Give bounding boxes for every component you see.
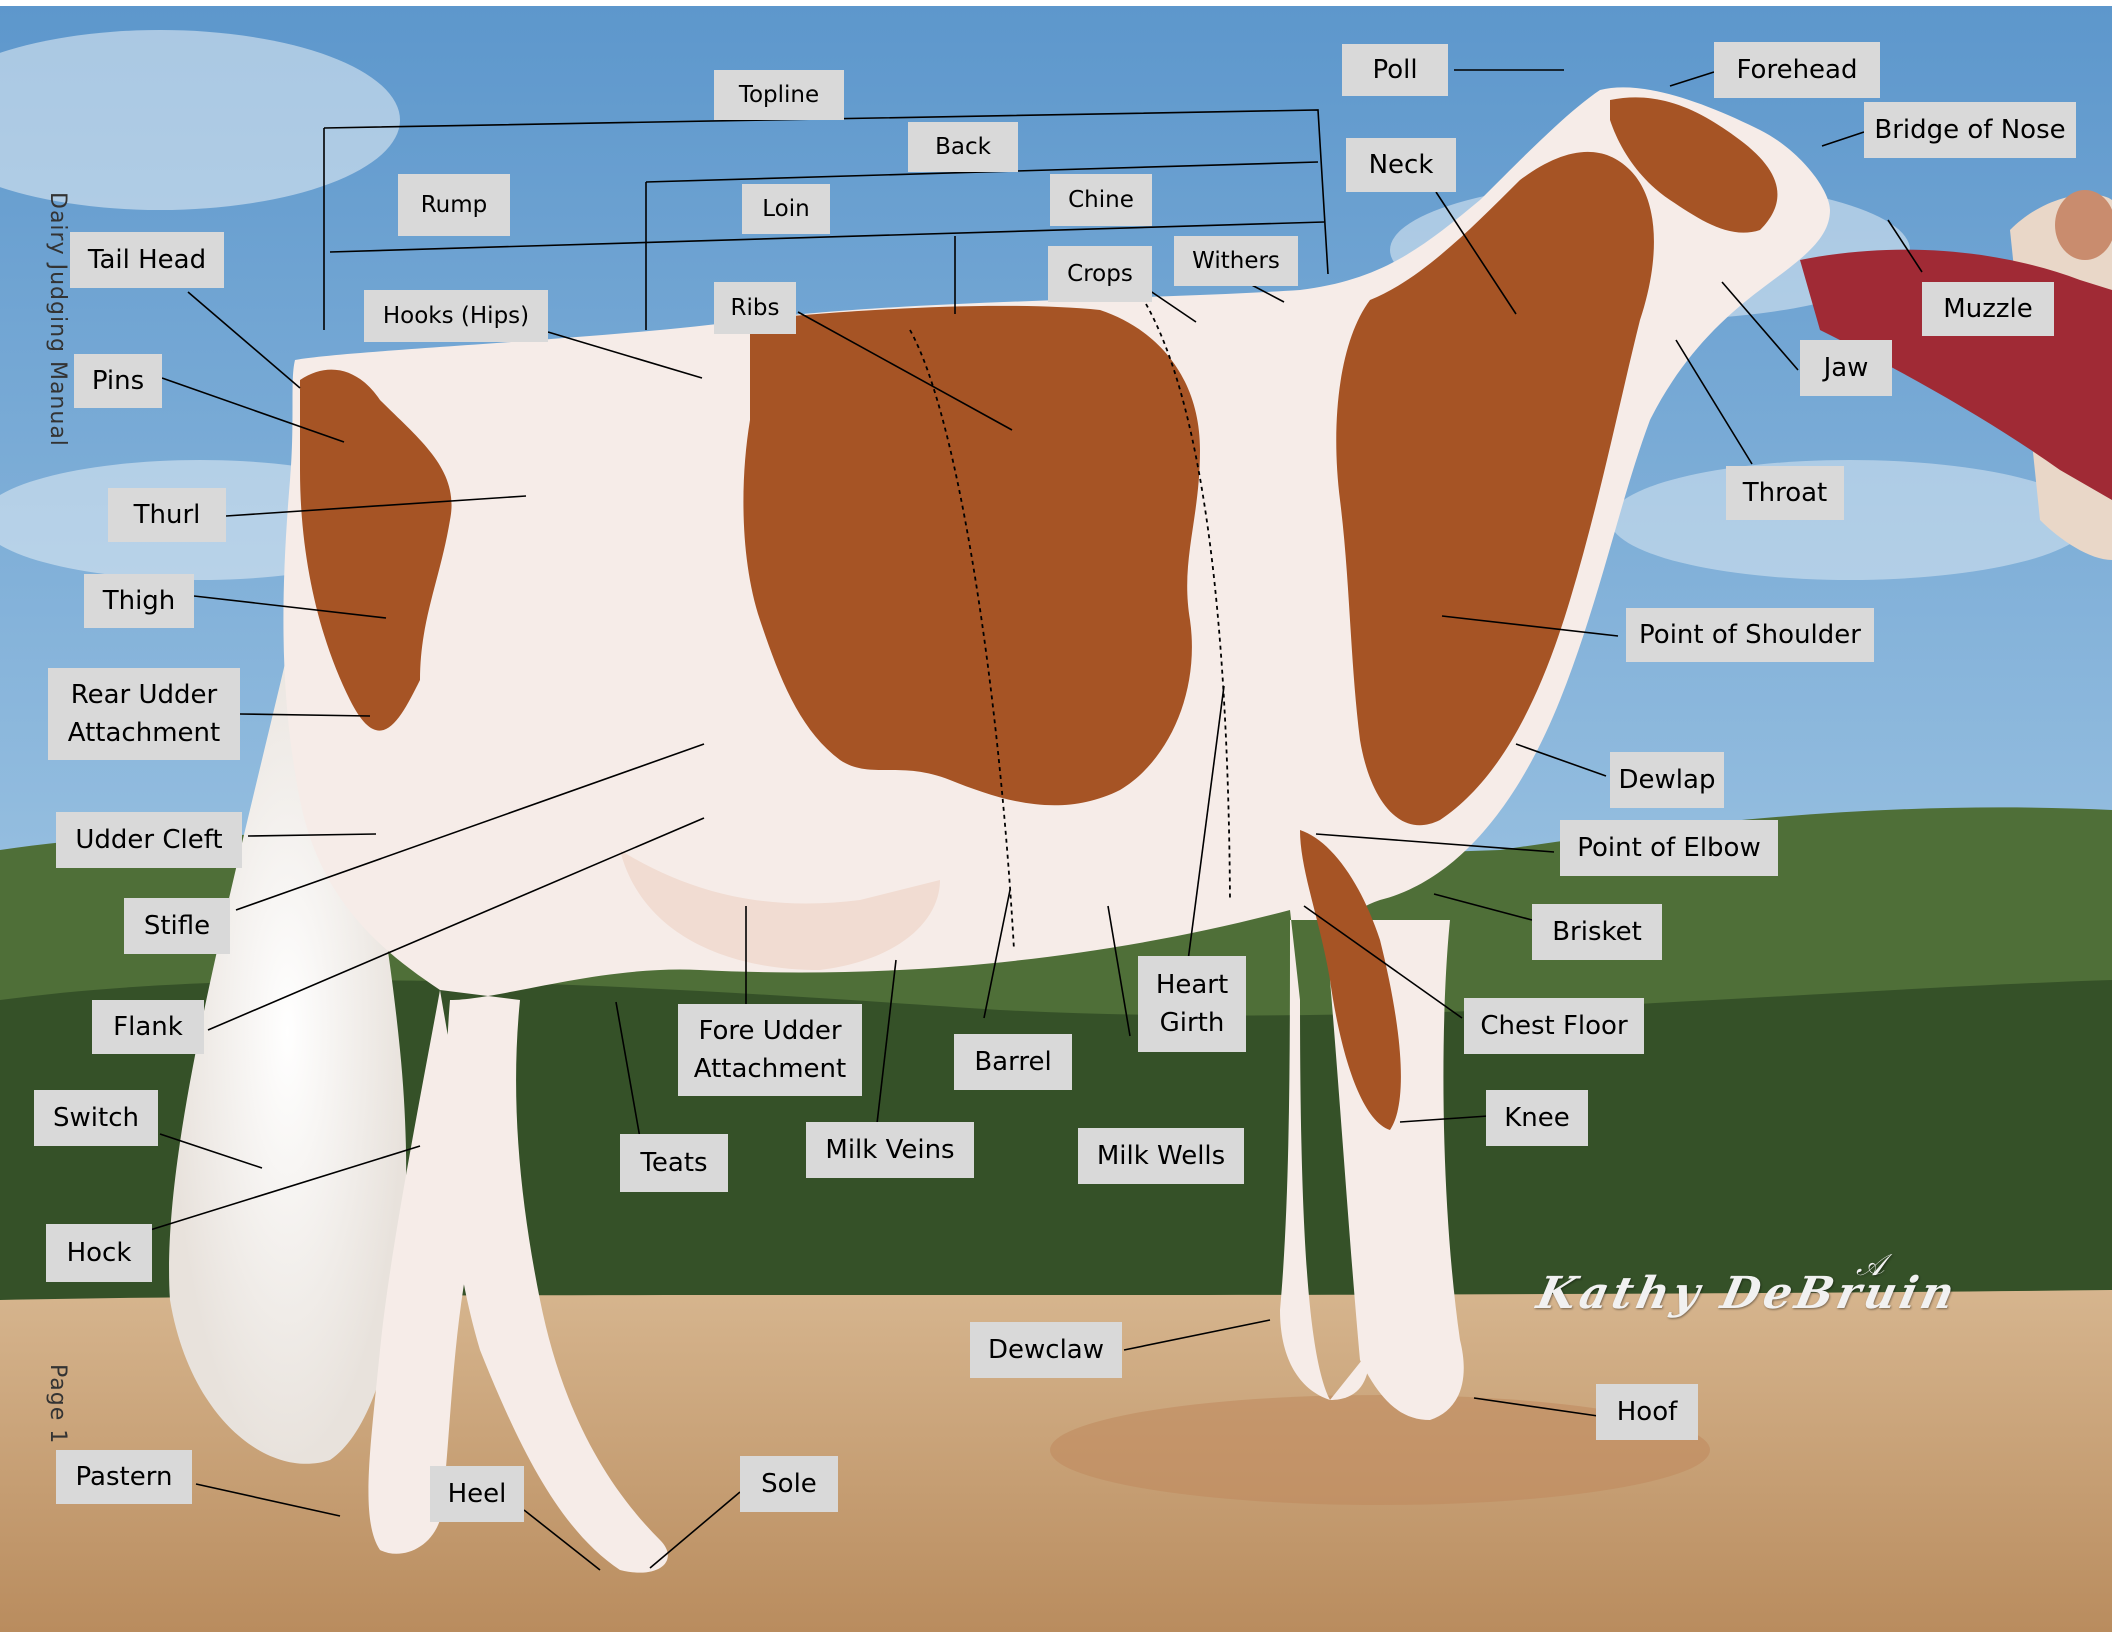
label-throat: Throat [1726, 466, 1844, 520]
label-chine: Chine [1050, 174, 1152, 226]
label-point-of-shoulder: Point of Shoulder [1626, 608, 1874, 662]
label-pins: Pins [74, 354, 162, 408]
label-udder-cleft: Udder Cleft [56, 812, 242, 868]
label-milk-veins: Milk Veins [806, 1122, 974, 1178]
label-hooks: Hooks (Hips) [364, 290, 548, 342]
label-hock: Hock [46, 1224, 152, 1282]
label-sole: Sole [740, 1456, 838, 1512]
label-fore-udder-attachment: Fore Udder Attachment [678, 1004, 862, 1096]
rear-udder-line2: Attachment [68, 714, 220, 752]
heart-girth-line1: Heart [1156, 966, 1228, 1004]
label-pastern: Pastern [56, 1450, 192, 1504]
label-jaw: Jaw [1800, 340, 1892, 396]
label-knee: Knee [1486, 1090, 1588, 1146]
label-milk-wells: Milk Wells [1078, 1128, 1244, 1184]
heart-girth-line2: Girth [1160, 1004, 1225, 1042]
label-heart-girth: Heart Girth [1138, 956, 1246, 1052]
label-bridge-of-nose: Bridge of Nose [1864, 102, 2076, 158]
label-loin: Loin [742, 184, 830, 234]
label-tail-head: Tail Head [70, 232, 224, 288]
label-thigh: Thigh [84, 574, 194, 628]
label-chest-floor: Chest Floor [1464, 998, 1644, 1054]
label-topline: Topline [714, 70, 844, 120]
label-ribs: Ribs [714, 282, 796, 334]
label-teats: Teats [620, 1134, 728, 1192]
label-dewlap: Dewlap [1610, 752, 1724, 808]
label-rear-udder-attachment: Rear Udder Attachment [48, 668, 240, 760]
label-withers: Withers [1174, 236, 1298, 286]
label-neck: Neck [1346, 138, 1456, 192]
label-flank: Flank [92, 1000, 204, 1054]
label-heel: Heel [430, 1466, 524, 1522]
label-crops: Crops [1048, 246, 1152, 302]
label-rump: Rump [398, 174, 510, 236]
label-switch: Switch [34, 1090, 158, 1146]
label-muzzle: Muzzle [1922, 282, 2054, 336]
rear-udder-line1: Rear Udder [71, 676, 218, 714]
label-point-of-elbow: Point of Elbow [1560, 820, 1778, 876]
label-dewclaw: Dewclaw [970, 1322, 1122, 1378]
label-back: Back [908, 122, 1018, 172]
label-barrel: Barrel [954, 1034, 1072, 1090]
page-number: Page 1 [45, 1364, 70, 1444]
label-thurl: Thurl [108, 488, 226, 542]
photographer-logo-icon: 𝒜 [1856, 1248, 1904, 1310]
label-hoof: Hoof [1596, 1384, 1698, 1440]
side-title: Dairy Judging Manual [45, 192, 70, 447]
label-brisket: Brisket [1532, 904, 1662, 960]
label-stifle: Stifle [124, 898, 230, 954]
label-forehead: Forehead [1714, 42, 1880, 98]
label-poll: Poll [1342, 44, 1448, 96]
fore-udder-line1: Fore Udder [698, 1012, 841, 1050]
fore-udder-line2: Attachment [694, 1050, 846, 1088]
